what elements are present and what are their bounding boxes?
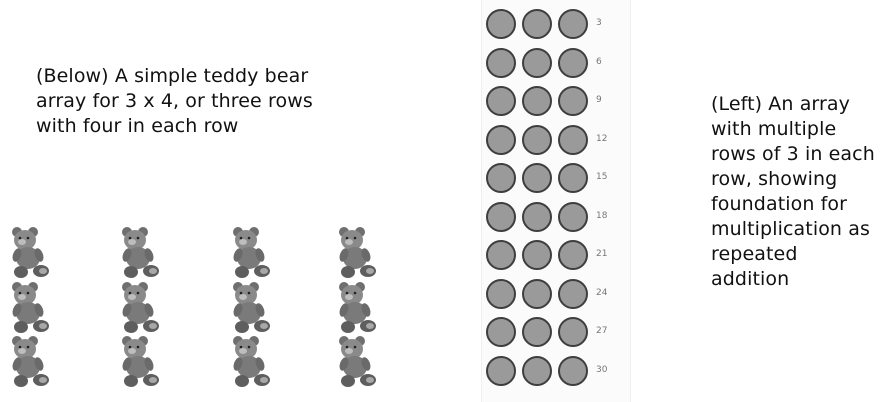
array-circle xyxy=(486,163,516,193)
array-circle xyxy=(486,202,516,232)
circle-array-panel: 3 6 9 12 15 18 21 24 27 30 xyxy=(481,0,631,402)
array-circle xyxy=(486,356,516,386)
array-circle xyxy=(558,125,588,155)
teddy-bear-icon xyxy=(229,224,275,282)
row-total-label: 9 xyxy=(596,95,602,105)
array-circle xyxy=(486,9,516,39)
row-total-label: 30 xyxy=(596,365,607,375)
row-total-label: 3 xyxy=(596,18,602,28)
array-circle xyxy=(558,356,588,386)
array-circle xyxy=(522,202,552,232)
array-circle xyxy=(522,240,552,270)
teddy-bear-icon xyxy=(8,224,54,282)
array-circle xyxy=(558,202,588,232)
array-circle xyxy=(522,317,552,347)
array-circle xyxy=(486,125,516,155)
row-total-label: 18 xyxy=(596,211,607,221)
teddy-bear-icon xyxy=(118,279,164,337)
teddy-bear-icon xyxy=(118,224,164,282)
array-circle xyxy=(486,48,516,78)
array-circle xyxy=(558,240,588,270)
teddy-bear-icon xyxy=(229,279,275,337)
teddy-bear-icon xyxy=(229,333,275,391)
array-circle xyxy=(558,86,588,116)
caption-teddy-bear-array: (Below) A simple teddy bear array for 3 … xyxy=(36,64,356,139)
caption-circle-array: (Left) An array with multiple rows of 3 … xyxy=(711,92,881,292)
row-total-label: 12 xyxy=(596,134,607,144)
array-circle xyxy=(558,9,588,39)
array-circle xyxy=(522,125,552,155)
array-circle xyxy=(486,317,516,347)
array-circle xyxy=(486,240,516,270)
array-circle xyxy=(522,279,552,309)
array-circle xyxy=(522,86,552,116)
row-total-label: 6 xyxy=(596,57,602,67)
teddy-bear-icon xyxy=(335,279,381,337)
row-total-label: 27 xyxy=(596,326,607,336)
row-total-label: 21 xyxy=(596,249,607,259)
teddy-bear-icon xyxy=(335,224,381,282)
array-circle xyxy=(486,279,516,309)
array-circle xyxy=(522,48,552,78)
array-circle xyxy=(486,86,516,116)
teddy-bear-icon xyxy=(8,279,54,337)
teddy-bear-icon xyxy=(335,333,381,391)
teddy-bear-icon xyxy=(118,333,164,391)
teddy-bear-icon xyxy=(8,333,54,391)
array-circle xyxy=(522,163,552,193)
array-circle xyxy=(522,9,552,39)
row-total-label: 15 xyxy=(596,172,607,182)
array-circle xyxy=(558,48,588,78)
array-circle xyxy=(558,279,588,309)
row-total-label: 24 xyxy=(596,288,607,298)
array-circle xyxy=(522,356,552,386)
array-circle xyxy=(558,317,588,347)
array-circle xyxy=(558,163,588,193)
